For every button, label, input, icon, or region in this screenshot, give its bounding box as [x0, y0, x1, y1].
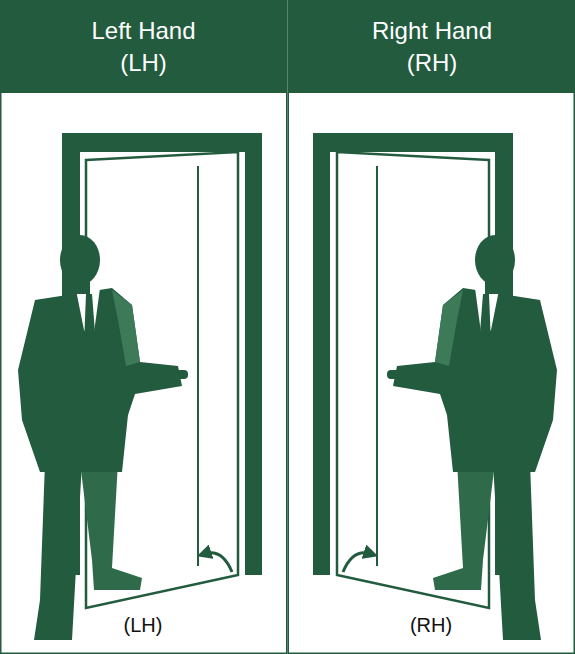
- header-band: Right Hand (RH): [289, 0, 575, 93]
- header-text: Right Hand (RH): [365, 15, 500, 77]
- panel-border: [1, 1, 287, 654]
- header-text: Left Hand (LH): [76, 15, 211, 77]
- hand-label: (RH): [410, 614, 452, 637]
- hand-label: (LH): [124, 614, 163, 637]
- header-band: Left Hand (LH): [0, 0, 287, 93]
- panel-border: [288, 1, 574, 654]
